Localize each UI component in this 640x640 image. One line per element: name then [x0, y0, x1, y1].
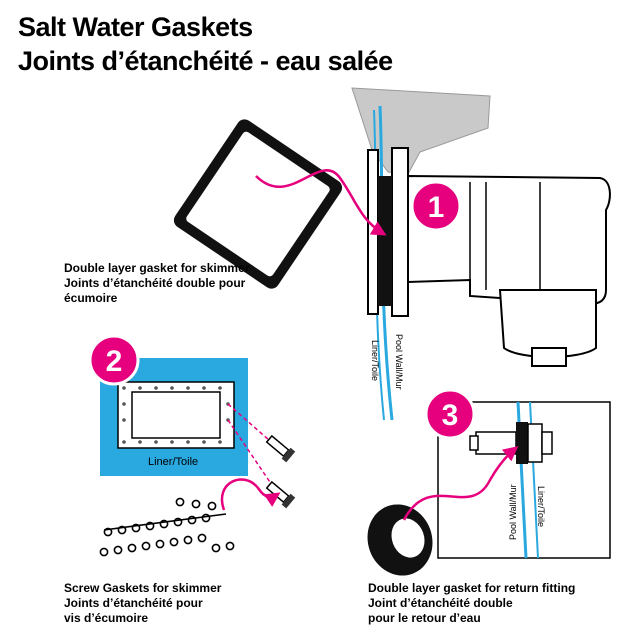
caption-line: Joints d’étanchéité double pour: [64, 276, 246, 290]
return-gasket-ring: [367, 504, 433, 576]
return-fitting-pipe: [475, 431, 517, 455]
badge-1: 1: [410, 180, 462, 232]
skimmer-face-panel: Liner/Toile: [100, 358, 248, 476]
screw-1: [265, 434, 296, 463]
pool-wall-label-skimmer: Pool Wall/Mur: [394, 334, 404, 390]
caption-line: écumoire: [64, 291, 118, 305]
liner-label-return: Liner/Toile: [536, 486, 546, 527]
arrow-1: [255, 169, 387, 236]
caption-skimmer-gasket: Double layer gasket for skimmer Joints d…: [64, 261, 249, 306]
caption-line: vis d’écumoire: [64, 611, 149, 625]
pool-wall-label-return: Pool Wall/Mur: [508, 484, 518, 540]
caption-return-gasket: Double layer gasket for return fitting J…: [368, 581, 575, 626]
caption-line: Joints d’étanchéité pour: [64, 596, 203, 610]
screw-2: [265, 480, 296, 509]
badge-3: 3: [424, 388, 476, 440]
skimmer-faceplate-inner: [367, 149, 379, 315]
skimmer-faceplate: [391, 147, 409, 317]
arrow-3: [402, 446, 519, 521]
arrow-2: [220, 478, 281, 511]
panel-liner-label: Liner/Toile: [148, 456, 198, 468]
svg-text:1: 1: [428, 191, 445, 224]
return-fitting-gasket: [516, 422, 528, 464]
caption-screw-gaskets: Screw Gaskets for skimmer Joints d’étanc…: [64, 581, 221, 626]
caption-line: pour le retour d’eau: [368, 611, 481, 625]
svg-text:2: 2: [106, 345, 123, 378]
caption-line: Double layer gasket for skimmer: [64, 261, 250, 275]
skimmer-gasket-frame: [173, 119, 343, 289]
svg-text:3: 3: [442, 399, 459, 432]
screw-gasket-strip: [99, 497, 235, 557]
liner-label-skimmer: Liner/Toile: [370, 340, 380, 381]
badge-2: 2: [88, 334, 140, 386]
caption-line: Screw Gaskets for skimmer: [64, 581, 222, 595]
skimmer-pipe: [498, 289, 597, 358]
caption-line: Joint d’étanchéité double: [368, 596, 513, 610]
title-french: Joints d’étanchéité - eau salée: [18, 46, 393, 76]
skimmer-gasket-1: [378, 176, 392, 306]
caption-line: Double layer gasket for return fitting: [368, 581, 576, 595]
skimmer-assembly: [351, 87, 611, 421]
title-english: Salt Water Gaskets: [18, 12, 253, 42]
